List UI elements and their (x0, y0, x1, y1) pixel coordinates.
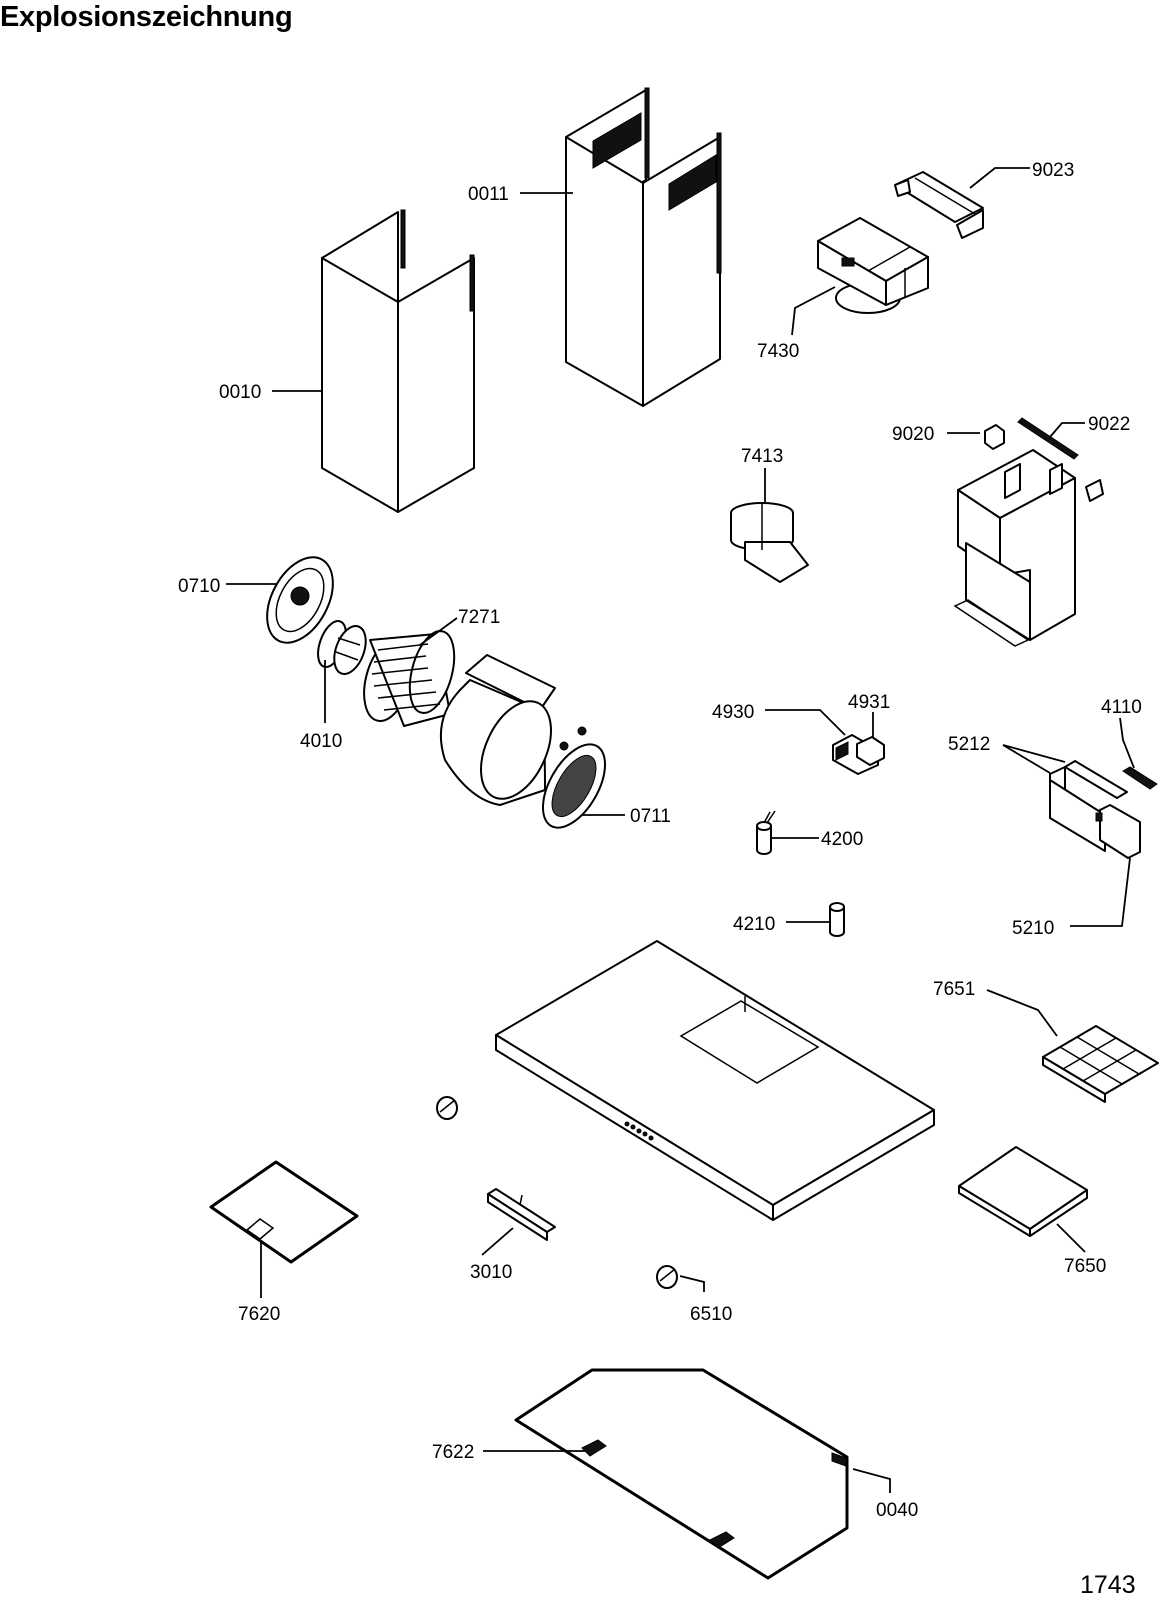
part-4210-capacitor[interactable] (829, 902, 845, 937)
part-0710-motor-plate[interactable] (254, 546, 347, 654)
part-0011-chimney-upper[interactable] (565, 87, 722, 407)
label-0011[interactable]: 0011 (468, 184, 509, 205)
label-7622[interactable]: 7622 (432, 1442, 474, 1463)
label-7271[interactable]: 7271 (458, 607, 500, 628)
label-9023[interactable]: 9023 (1032, 160, 1074, 181)
label-4931[interactable]: 4931 (848, 692, 890, 713)
leader-7650 (1056, 1223, 1086, 1253)
leader-7271 (419, 617, 458, 646)
part-0040-bottom-panel[interactable] (514, 1368, 849, 1580)
part-7620-grease-filter[interactable] (209, 1160, 359, 1264)
leader-9022 (1049, 422, 1085, 438)
leader-4110 (1119, 717, 1135, 769)
leader-7430 (791, 286, 836, 336)
part-9022-rail[interactable] (1017, 417, 1079, 460)
leader-5210 (1070, 857, 1131, 927)
label-0040[interactable]: 0040 (876, 1500, 918, 1521)
label-4930[interactable]: 4930 (712, 702, 754, 723)
part-7651-filter-frame[interactable] (1042, 1025, 1159, 1103)
label-4210[interactable]: 4210 (733, 914, 775, 935)
part-fan-housing[interactable] (439, 654, 587, 810)
leader-3010 (481, 1227, 514, 1256)
part-4010-motor[interactable] (313, 617, 372, 678)
part-7430-air-deflector[interactable] (817, 217, 929, 314)
leader-7651 (986, 989, 1058, 1037)
part-hood-body[interactable] (495, 940, 935, 1221)
label-7651[interactable]: 7651 (933, 979, 975, 1000)
part-4110-lamp[interactable] (1122, 766, 1158, 790)
part-5210-pcb[interactable] (1095, 804, 1141, 859)
label-0010[interactable]: 0010 (219, 382, 261, 403)
part-knob-spare[interactable] (436, 1096, 458, 1120)
page-number: 1743 (1080, 1571, 1136, 1598)
leader-0040 (852, 1468, 891, 1493)
label-9022[interactable]: 9022 (1088, 414, 1130, 435)
label-4200[interactable]: 4200 (821, 829, 863, 850)
label-7620[interactable]: 7620 (238, 1304, 280, 1325)
part-7413-flange[interactable] (730, 502, 809, 583)
label-4010[interactable]: 4010 (300, 731, 342, 752)
part-7650-carbon-filter[interactable] (958, 1146, 1088, 1237)
label-7430[interactable]: 7430 (757, 341, 799, 362)
label-5212[interactable]: 5212 (948, 734, 990, 755)
part-0711-grille[interactable] (530, 734, 618, 838)
leader-4930 (765, 709, 846, 736)
label-6510[interactable]: 6510 (690, 1304, 732, 1325)
label-5210[interactable]: 5210 (1012, 918, 1054, 939)
part-4200-capacitor[interactable] (756, 810, 776, 855)
leader-6510 (679, 1275, 705, 1292)
leader-9023 (969, 167, 1030, 189)
part-0010-chimney-lower[interactable] (321, 209, 475, 513)
label-3010[interactable]: 3010 (470, 1262, 512, 1283)
part-9023-bracket[interactable] (894, 171, 984, 239)
part-6510-knob[interactable] (656, 1265, 678, 1289)
leader-5212-a (1002, 744, 1066, 763)
label-0711[interactable]: 0711 (630, 806, 671, 827)
label-4110[interactable]: 4110 (1101, 697, 1142, 718)
label-7413[interactable]: 7413 (741, 446, 783, 467)
label-7650[interactable]: 7650 (1064, 1256, 1106, 1277)
part-3010-control-unit[interactable] (487, 1188, 556, 1241)
part-9020-clip[interactable] (984, 424, 1005, 450)
part-4931-switch-cover[interactable] (856, 736, 885, 766)
label-0710[interactable]: 0710 (178, 576, 220, 597)
label-9020[interactable]: 9020 (892, 424, 934, 445)
part-motor-housing[interactable] (953, 449, 1104, 647)
leader-5212-b (1002, 744, 1051, 774)
part-5212-pcb-housing[interactable] (1049, 760, 1128, 852)
page-title: Explosionszeichnung (0, 1, 293, 33)
